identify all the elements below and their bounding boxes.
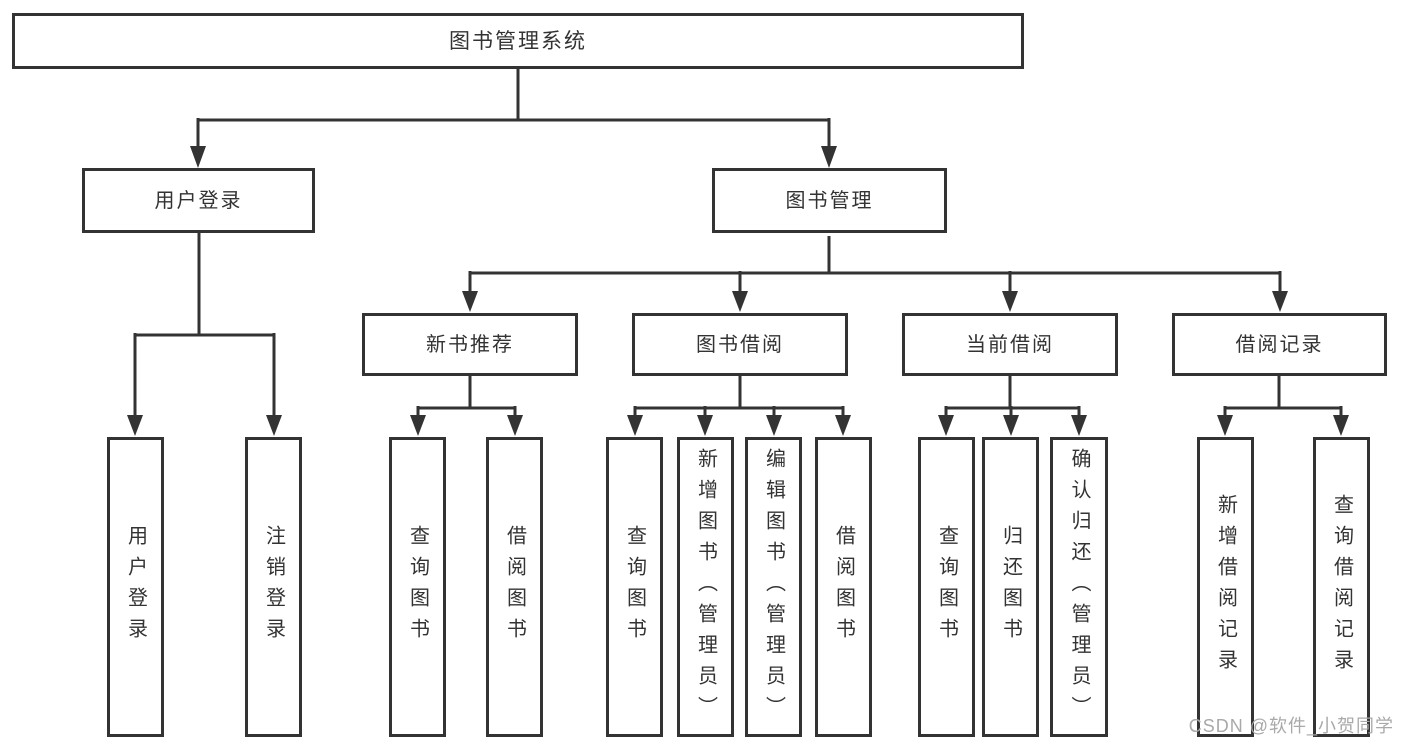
leaf-borrow-books-label: 借阅图书 [832,525,855,649]
leaf-return-book-label: 归还图书 [999,525,1022,649]
node-library-system-label: 图书管理系统 [449,29,587,53]
connector-new-book-rec-group [410,376,523,436]
node-current-borrowing-label: 当前借阅 [966,333,1054,356]
node-book-borrowing-label: 图书借阅 [696,333,784,356]
leaf-user-login-label: 用户登录 [124,525,147,649]
node-book-management-label: 图书管理 [785,189,874,212]
node-new-book-recommend: 新书推荐 [362,313,578,376]
leaf-query-books-borrow: 查询图书 [606,437,663,737]
leaf-edit-book-admin-label: 编辑图书（管理员） [762,447,785,727]
connector-book-mgmt-to-level3 [462,236,1288,312]
node-book-borrowing: 图书借阅 [632,313,848,376]
connector-root-to-level2 [190,69,837,168]
leaf-query-books-current-label: 查询图书 [935,525,958,649]
node-library-system: 图书管理系统 [12,13,1024,69]
node-user-login: 用户登录 [82,168,315,233]
leaf-query-books-current: 查询图书 [918,437,975,737]
node-user-login-label: 用户登录 [154,189,243,212]
node-new-book-recommend-label: 新书推荐 [426,333,514,356]
leaf-logout: 注销登录 [245,437,302,737]
leaf-borrow-books-recommend-label: 借阅图书 [503,525,526,649]
connector-current-borrow-group [938,376,1087,436]
leaf-borrow-books-recommend: 借阅图书 [486,437,543,737]
node-current-borrowing: 当前借阅 [902,313,1118,376]
leaf-borrow-books: 借阅图书 [815,437,872,737]
leaf-query-borrow-record: 查询借阅记录 [1313,437,1370,737]
node-book-management: 图书管理 [712,168,947,233]
node-borrowing-records-label: 借阅记录 [1235,333,1324,356]
leaf-logout-label: 注销登录 [262,525,285,649]
leaf-add-borrow-record: 新增借阅记录 [1197,437,1254,737]
connector-user-login-group [127,233,282,436]
node-borrowing-records: 借阅记录 [1172,313,1387,376]
leaf-query-borrow-record-label: 查询借阅记录 [1330,494,1353,680]
leaf-add-book-admin-label: 新增图书（管理员） [694,447,717,727]
leaf-add-book-admin: 新增图书（管理员） [677,437,734,737]
leaf-confirm-return-admin-label: 确认归还（管理员） [1068,447,1090,727]
leaf-query-books-recommend: 查询图书 [389,437,446,737]
leaf-user-login: 用户登录 [107,437,164,737]
leaf-edit-book-admin: 编辑图书（管理员） [745,437,802,737]
leaf-add-borrow-record-label: 新增借阅记录 [1214,494,1237,680]
connector-book-borrow-group [627,376,851,436]
connector-borrow-record-group [1217,376,1349,436]
leaf-query-books-borrow-label: 查询图书 [623,525,646,649]
leaf-confirm-return-admin: 确认归还（管理员） [1050,437,1108,737]
leaf-return-book: 归还图书 [982,437,1039,737]
leaf-query-books-recommend-label: 查询图书 [406,525,429,649]
